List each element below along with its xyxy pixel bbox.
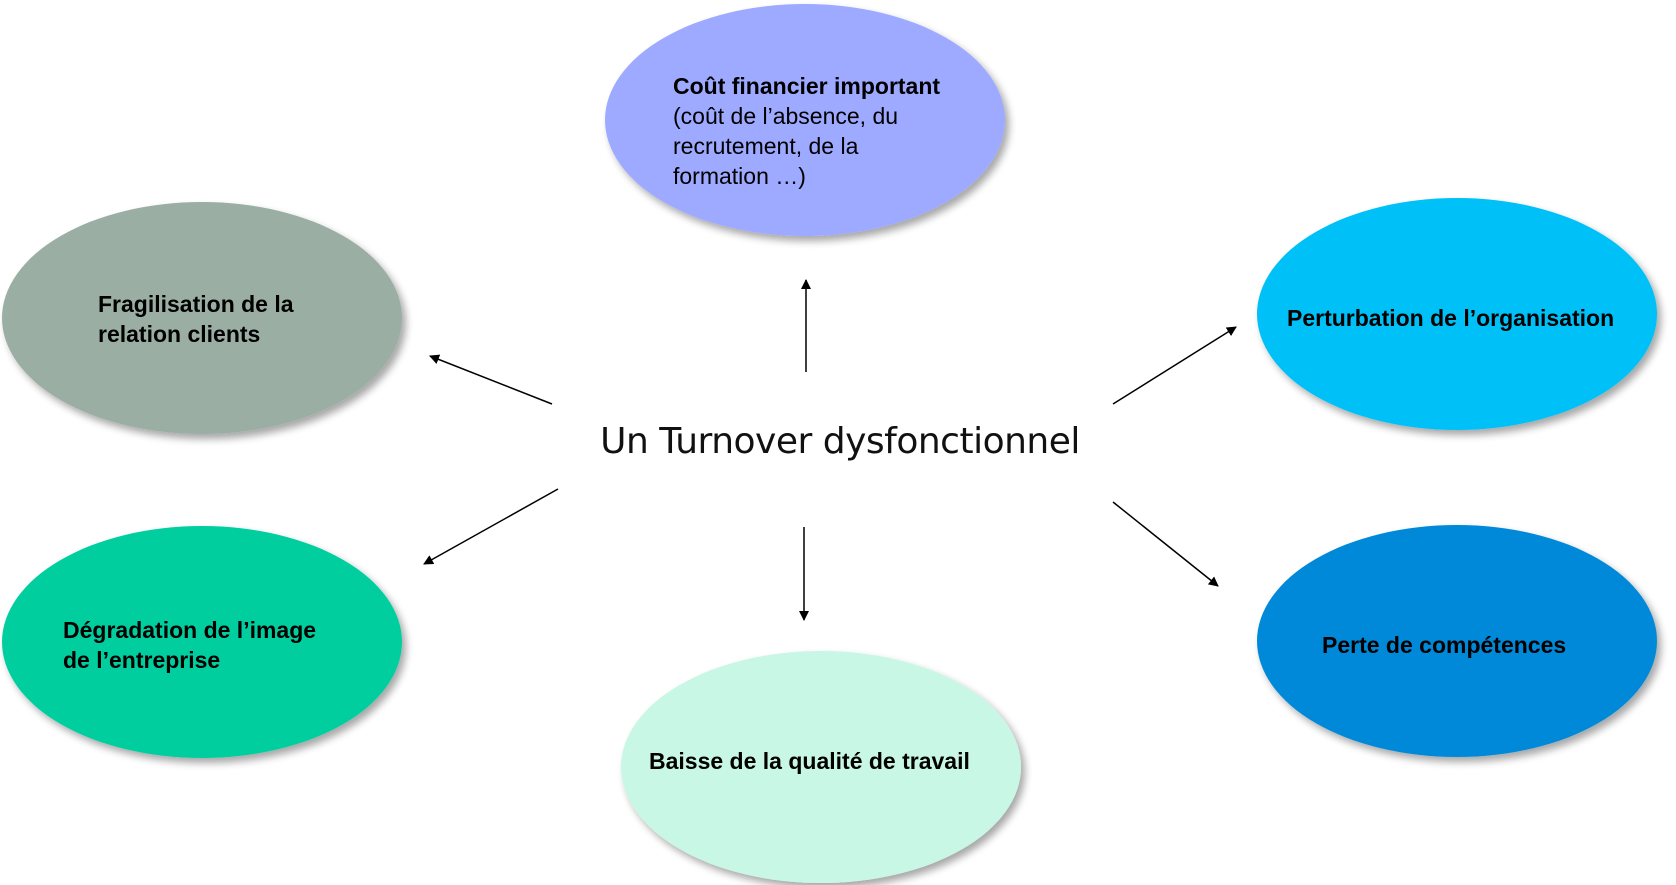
node-perte-text: Perte de compétences [1322, 630, 1642, 660]
node-degradation-line-2: de l’entreprise [63, 647, 221, 673]
node-cout-detail-3: formation …) [673, 163, 806, 189]
node-perturbation-text: Perturbation de l’organisation [1287, 303, 1667, 333]
node-cout-text: Coût financier important (coût de l’abse… [673, 71, 993, 191]
node-fragilisation-text: Fragilisation de la relation clients [98, 289, 398, 349]
node-cout-detail-1: (coût de l’absence, du [673, 103, 899, 129]
arrow-to-fragilisation [429, 354, 553, 405]
node-degradation-line-1: Dégradation de l’image [63, 617, 317, 643]
node-fragilisation-line-2: relation clients [98, 321, 261, 347]
arrow-to-perturbation [1112, 326, 1237, 405]
arrow-to-degradation [423, 488, 559, 565]
node-perte-label: Perte de compétences [1322, 632, 1567, 658]
node-fragilisation [2, 202, 402, 434]
node-baisse-text: Baisse de la qualité de travail [649, 746, 1029, 776]
node-cout-financier [605, 4, 1005, 236]
node-cout-detail-2: recrutement, de la [673, 133, 859, 159]
node-perturbation [1257, 198, 1657, 430]
node-fragilisation-line-1: Fragilisation de la [98, 291, 294, 317]
node-degradation [2, 526, 402, 758]
node-baisse-label: Baisse de la qualité de travail [649, 748, 970, 774]
arrow-to-perte [1112, 501, 1219, 587]
node-baisse [621, 651, 1021, 883]
center-label: Un Turnover dysfonctionnel [600, 421, 1080, 462]
node-degradation-text: Dégradation de l’image de l’entreprise [63, 615, 383, 675]
node-perte [1257, 525, 1657, 757]
node-cout-title: Coût financier important [673, 73, 941, 99]
node-perturbation-label: Perturbation de l’organisation [1287, 305, 1615, 331]
